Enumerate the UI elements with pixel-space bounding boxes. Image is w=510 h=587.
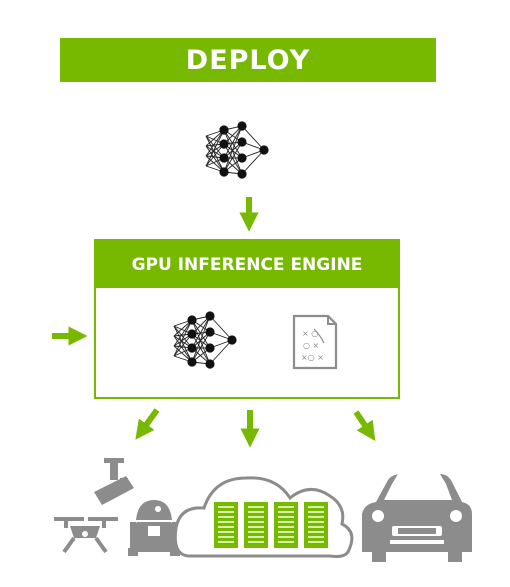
network-edge <box>209 339 233 365</box>
svg-text:× ○: × ○ <box>302 329 318 338</box>
server-slot <box>278 521 294 523</box>
network-edge <box>209 315 233 341</box>
network-node <box>219 153 229 163</box>
network-node <box>237 169 247 179</box>
server-slot <box>218 521 234 523</box>
engine-title: GPU INFERENCE ENGINE <box>131 254 363 275</box>
svg-text:○ ×: ○ × <box>303 341 319 350</box>
server-slot <box>308 511 324 513</box>
server-slot <box>218 516 234 518</box>
network-edge <box>223 129 243 159</box>
neural-network-icon <box>205 121 269 179</box>
server-slot <box>248 516 264 518</box>
server-slot <box>308 521 324 523</box>
server-slot <box>248 541 264 543</box>
server-slot <box>248 526 264 528</box>
server-slot <box>278 506 294 508</box>
network-edge <box>173 319 193 347</box>
robot-icon <box>128 500 180 556</box>
network-edge <box>191 315 211 363</box>
network-node <box>205 343 215 353</box>
network-node <box>187 357 197 367</box>
server-slot <box>308 516 324 518</box>
server-slot <box>218 536 234 538</box>
deploy-title: DEPLOY <box>185 44 311 76</box>
network-node <box>187 343 197 353</box>
gpu-inference-engine-box: GPU INFERENCE ENGINE <box>94 239 400 399</box>
server-rack-icon <box>244 502 268 548</box>
server-slot <box>248 536 264 538</box>
server-slot <box>278 541 294 543</box>
network-node <box>237 153 247 163</box>
server-slot <box>278 526 294 528</box>
network-node <box>219 125 229 135</box>
network-edge <box>191 315 211 349</box>
security-camera-icon <box>94 458 134 505</box>
network-edge <box>191 333 211 365</box>
arrow-down-right-icon <box>353 410 376 441</box>
server-rack-icon <box>274 502 298 548</box>
network-edge <box>173 333 193 357</box>
network-node <box>219 167 229 177</box>
drone-icon <box>54 517 118 554</box>
car-icon <box>362 474 472 562</box>
server-slot <box>248 531 264 533</box>
network-node <box>187 329 197 339</box>
network-edge <box>205 129 225 157</box>
server-slot <box>218 526 234 528</box>
server-slot <box>218 541 234 543</box>
network-node <box>219 139 229 149</box>
network-edge <box>241 125 265 151</box>
network-edge <box>241 149 265 175</box>
network-node <box>205 327 215 337</box>
network-edge <box>173 319 193 357</box>
deploy-banner: DEPLOY <box>60 38 436 82</box>
server-slot <box>248 511 264 513</box>
network-edge <box>205 143 225 167</box>
server-slot <box>308 541 324 543</box>
server-rack-icon <box>214 502 238 548</box>
network-edge <box>223 129 243 175</box>
neural-network-icon <box>173 311 237 369</box>
network-node <box>187 315 197 325</box>
server-slot <box>278 536 294 538</box>
cloud-datacenter-icon <box>173 476 354 558</box>
server-slot <box>248 521 264 523</box>
server-slot <box>278 531 294 533</box>
arrow-down-left-icon <box>135 408 160 440</box>
server-slot <box>248 506 264 508</box>
server-slot <box>218 511 234 513</box>
network-edge <box>223 125 243 159</box>
network-edge <box>223 125 243 173</box>
network-node <box>237 121 247 131</box>
network-edge <box>223 143 243 175</box>
server-slot <box>308 536 324 538</box>
server-slot <box>308 526 324 528</box>
server-slot <box>308 506 324 508</box>
svg-text:×○ ×: ×○ × <box>301 353 324 362</box>
network-edge <box>191 331 211 363</box>
network-edge <box>173 335 193 363</box>
network-edge <box>191 319 211 365</box>
engine-header: GPU INFERENCE ENGINE <box>96 241 398 288</box>
network-node <box>205 359 215 369</box>
network-edge <box>223 141 243 173</box>
server-slot <box>278 511 294 513</box>
server-slot <box>218 531 234 533</box>
network-edge <box>191 319 211 349</box>
network-node <box>259 145 269 155</box>
network-node <box>205 311 215 321</box>
network-edge <box>205 135 225 173</box>
network-edge <box>205 129 225 167</box>
network-node <box>237 137 247 147</box>
network-edge <box>173 325 193 363</box>
server-slot <box>278 516 294 518</box>
server-slot <box>218 506 234 508</box>
network-edge <box>205 145 225 173</box>
server-rack-icon <box>304 502 328 548</box>
schematic-document-icon: × ○ ○ × ×○ × <box>292 314 338 370</box>
network-node <box>227 335 237 345</box>
server-slot <box>308 531 324 533</box>
